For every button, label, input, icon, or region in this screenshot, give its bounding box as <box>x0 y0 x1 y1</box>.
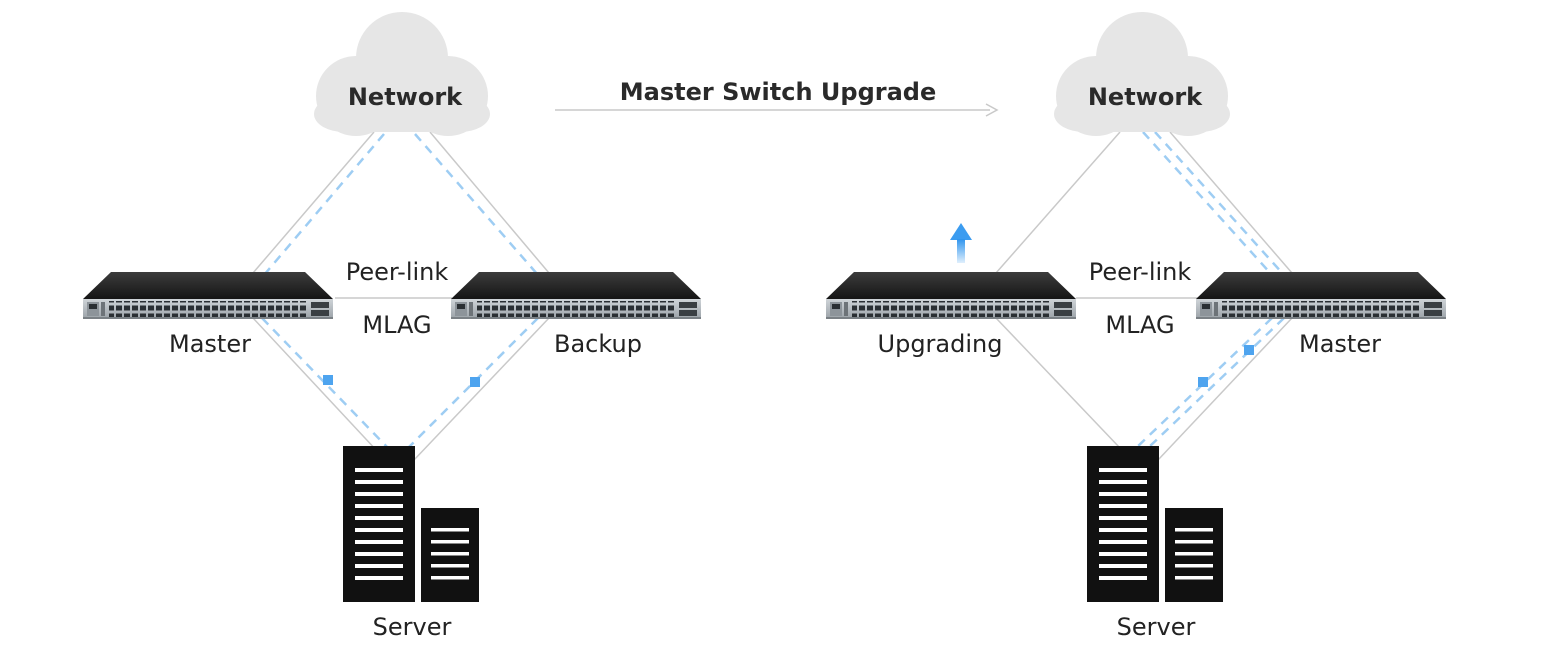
network-cloud <box>314 12 490 136</box>
server-label: Server <box>373 613 452 641</box>
server-icon <box>1087 446 1223 602</box>
mlag-label: MLAG <box>1105 311 1174 339</box>
backup-switch-label: Backup <box>554 330 642 358</box>
after-links <box>995 131 1293 461</box>
after-panel: Network Peer-link MLAG Upgrading Master … <box>826 12 1446 641</box>
peer-link-label: Peer-link <box>1089 258 1192 286</box>
mlag-label: MLAG <box>362 311 431 339</box>
network-cloud <box>1054 12 1230 136</box>
upgrading-switch <box>826 272 1076 319</box>
upgrading-switch-label: Upgrading <box>878 330 1003 358</box>
master-switch-label: Master <box>169 330 251 358</box>
packet-icon <box>1198 377 1208 387</box>
peer-link-label: Peer-link <box>346 258 449 286</box>
before-panel: Network Peer-link MLAG Master Backup Ser… <box>83 12 701 641</box>
before-traffic <box>261 133 539 453</box>
packet-icon <box>1244 345 1254 355</box>
network-label: Network <box>348 83 463 111</box>
after-traffic <box>1135 131 1285 449</box>
master-switch-label: Master <box>1299 330 1381 358</box>
before-links <box>252 131 550 461</box>
server-label: Server <box>1117 613 1196 641</box>
backup-switch <box>451 272 701 319</box>
packet-icon <box>470 377 480 387</box>
master-switch <box>1196 272 1446 319</box>
packet-icon <box>323 375 333 385</box>
server-icon <box>343 446 479 602</box>
network-label: Network <box>1088 83 1203 111</box>
transition-title: Master Switch Upgrade <box>620 78 936 106</box>
upload-arrow-icon <box>950 223 972 263</box>
master-switch <box>83 272 333 319</box>
transition: Master Switch Upgrade <box>555 78 999 117</box>
arrow-right-icon <box>985 103 999 117</box>
